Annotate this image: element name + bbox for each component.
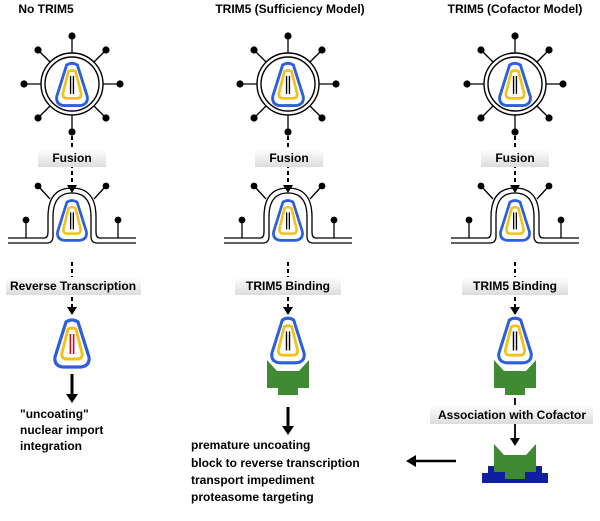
trim5-protein: [494, 360, 536, 395]
column-header-sufficiency: TRIM5 (Sufficiency Model): [215, 2, 364, 16]
arrow-head: [283, 307, 293, 315]
fusion-label-box: [481, 149, 549, 167]
arrow-head: [510, 438, 520, 446]
virion: [20, 32, 123, 135]
arrow-head: [66, 394, 78, 403]
outcome-block-reverse-transcription: block to reverse transcription: [191, 456, 360, 470]
arrow-head: [67, 185, 77, 193]
arrow-head: [282, 426, 294, 435]
fusion-label: Fusion: [495, 151, 534, 165]
capsid: [497, 316, 533, 365]
outcome-uncoating: "uncoating": [20, 407, 89, 421]
cofactor-label-box: [430, 405, 593, 424]
trim5-binding-label-box: [235, 277, 341, 295]
arrow-head: [283, 185, 293, 193]
trim5-protein: [267, 360, 309, 395]
capsid: [270, 316, 306, 365]
virion: [236, 32, 339, 135]
fusion-label-box: [255, 149, 323, 167]
trim5-binding-label-box: [462, 277, 568, 295]
column-header-cofactor: TRIM5 (Cofactor Model): [448, 2, 583, 16]
virion: [463, 32, 566, 135]
outcome-nuclear-import: nuclear import: [20, 423, 103, 437]
trim5-binding-label: TRIM5 Binding: [246, 279, 330, 293]
arrow-head: [406, 455, 416, 467]
fusion-label: Fusion: [269, 151, 308, 165]
reverse-transcription-label-box: [6, 277, 141, 295]
arrow-head: [510, 185, 520, 193]
outcome-proteasome-targeting: proteasome targeting: [191, 490, 314, 504]
capsid-reverse-transcribed: [53, 318, 91, 369]
outcome-integration: integration: [20, 439, 82, 453]
trim5-binding-label: TRIM5 Binding: [473, 279, 557, 293]
outcome-premature-uncoating: premature uncoating: [191, 438, 310, 452]
cofactor-label: Association with Cofactor: [438, 408, 586, 422]
arrow-head: [67, 307, 77, 315]
outcome-transport-impediment: transport impediment: [191, 473, 314, 487]
fusion-label: Fusion: [52, 151, 91, 165]
column-sufficiency-model: Fusion TRIM5 Binding: [224, 32, 352, 435]
column-header-no-trim5: No TRIM5: [18, 2, 74, 16]
arrow-head: [510, 307, 520, 315]
reverse-transcription-label: Reverse Transcription: [10, 279, 136, 293]
restriction-outcomes: premature uncoating block to reverse tra…: [191, 438, 360, 504]
fusion-label-box: [38, 149, 106, 167]
column-cofactor-model: Fusion TRIM5 Binding Association with Co…: [406, 32, 593, 483]
column-no-trim5: Fusion Reverse Transcription "uncoating"…: [6, 32, 141, 453]
